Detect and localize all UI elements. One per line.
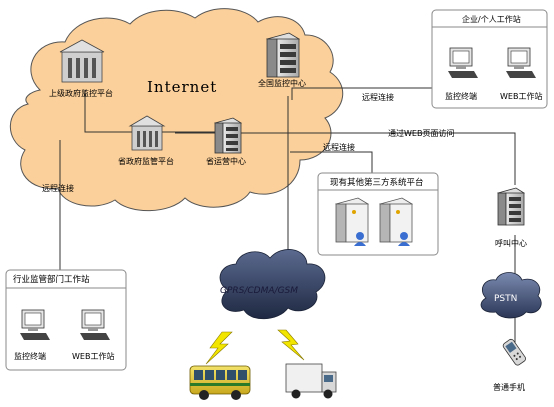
computer-icon bbox=[506, 47, 536, 78]
server-icon bbox=[214, 117, 242, 154]
provincial-ops-center-label: 省运营中心 bbox=[206, 156, 246, 166]
remote-connection-industry-label: 远程连接 bbox=[42, 183, 74, 193]
wireless-network-label: GPRS/CDMA/GSM bbox=[220, 286, 298, 296]
server-user-icon bbox=[334, 197, 370, 246]
national-center-label: 全国监控中心 bbox=[258, 78, 306, 88]
third-party-platform-box: 现有其他第三方系统平台 bbox=[317, 172, 439, 256]
mobile-phone-label: 普通手机 bbox=[493, 382, 525, 392]
industry-monitor-terminal-label: 监控终端 bbox=[14, 351, 46, 361]
remote-connection-third-party-label: 远程连接 bbox=[323, 142, 355, 152]
call-center-label: 呼叫中心 bbox=[495, 238, 527, 248]
industry-workstation-box: 行业监管部门工作站 监控终端 WEB工作站 bbox=[5, 269, 127, 371]
provincial-gov-platform-label: 省政府监管平台 bbox=[118, 156, 174, 166]
superior-gov-platform-label: 上级政府监控平台 bbox=[49, 88, 113, 98]
enterprise-web-workstation-label: WEB工作站 bbox=[500, 91, 542, 101]
government-building-icon bbox=[128, 115, 166, 151]
web-access-label: 通过WEB页面访问 bbox=[388, 128, 454, 138]
enterprise-box-title: 企业/个人工作站 bbox=[462, 14, 521, 24]
truck-icon bbox=[285, 363, 337, 399]
line-to-third-party bbox=[290, 151, 373, 175]
industry-box-title: 行业监管部门工作站 bbox=[13, 274, 90, 285]
pstn-cloud bbox=[480, 272, 542, 319]
pstn-label: PSTN bbox=[494, 294, 517, 304]
mobile-phone-icon bbox=[502, 338, 526, 366]
third-party-box-title: 现有其他第三方系统平台 bbox=[330, 177, 424, 188]
government-building-icon bbox=[59, 39, 105, 83]
server-user-icon bbox=[378, 197, 414, 246]
server-icon bbox=[497, 187, 525, 226]
internet-label: Internet bbox=[147, 78, 217, 96]
remote-connection-enterprise-label: 远程连接 bbox=[362, 92, 394, 102]
enterprise-monitor-terminal-label: 监控终端 bbox=[445, 91, 477, 101]
enterprise-workstation-box: 企业/个人工作站 监控终端 WEB工作站 bbox=[431, 9, 548, 109]
lightning-bolt-icon bbox=[205, 331, 233, 365]
wireless-network-cloud bbox=[219, 249, 326, 320]
computer-icon bbox=[20, 309, 50, 340]
lightning-bolt-icon bbox=[277, 329, 305, 361]
line-gov-to-ops bbox=[84, 90, 230, 133]
bus-icon bbox=[189, 365, 251, 400]
server-icon bbox=[265, 32, 301, 78]
computer-icon bbox=[448, 47, 478, 78]
connection-lines bbox=[59, 70, 516, 345]
computer-icon bbox=[80, 309, 110, 340]
industry-web-workstation-label: WEB工作站 bbox=[72, 351, 114, 361]
